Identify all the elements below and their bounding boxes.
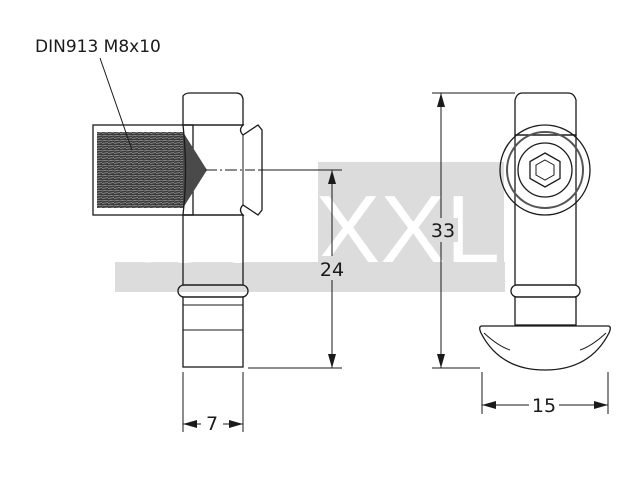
dimension-7: 7 bbox=[182, 372, 244, 435]
dimension-7-label: 7 bbox=[206, 413, 218, 435]
dimension-33: 33 bbox=[428, 92, 515, 369]
dimension-24-label: 24 bbox=[320, 259, 344, 281]
callout: DIN913 M8x10 bbox=[35, 37, 161, 151]
set-screw-thread bbox=[97, 132, 183, 208]
hex-socket-icon bbox=[529, 152, 561, 188]
front-bolt-ring bbox=[510, 284, 581, 298]
bolt-top bbox=[182, 92, 244, 126]
side-view bbox=[92, 92, 263, 368]
bolt-end bbox=[182, 296, 244, 368]
bolt-body bbox=[182, 124, 263, 216]
watermark-box bbox=[318, 162, 504, 292]
screw-head-inner bbox=[517, 142, 573, 198]
callout-text: DIN913 M8x10 bbox=[35, 37, 161, 57]
t-slot-foot bbox=[479, 325, 611, 371]
set-screw-tip bbox=[183, 132, 207, 208]
dimension-24: 24 bbox=[248, 169, 346, 369]
callout-leader bbox=[99, 57, 133, 151]
front-bolt-top bbox=[514, 92, 577, 136]
front-view bbox=[479, 92, 611, 371]
dimension-33-label: 33 bbox=[431, 220, 455, 242]
dimension-15-label: 15 bbox=[532, 395, 556, 417]
screw-head-ring bbox=[506, 131, 584, 209]
screw-head-outer bbox=[499, 124, 591, 216]
front-bolt-neck bbox=[514, 296, 577, 326]
dimension-15: 15 bbox=[481, 372, 609, 417]
